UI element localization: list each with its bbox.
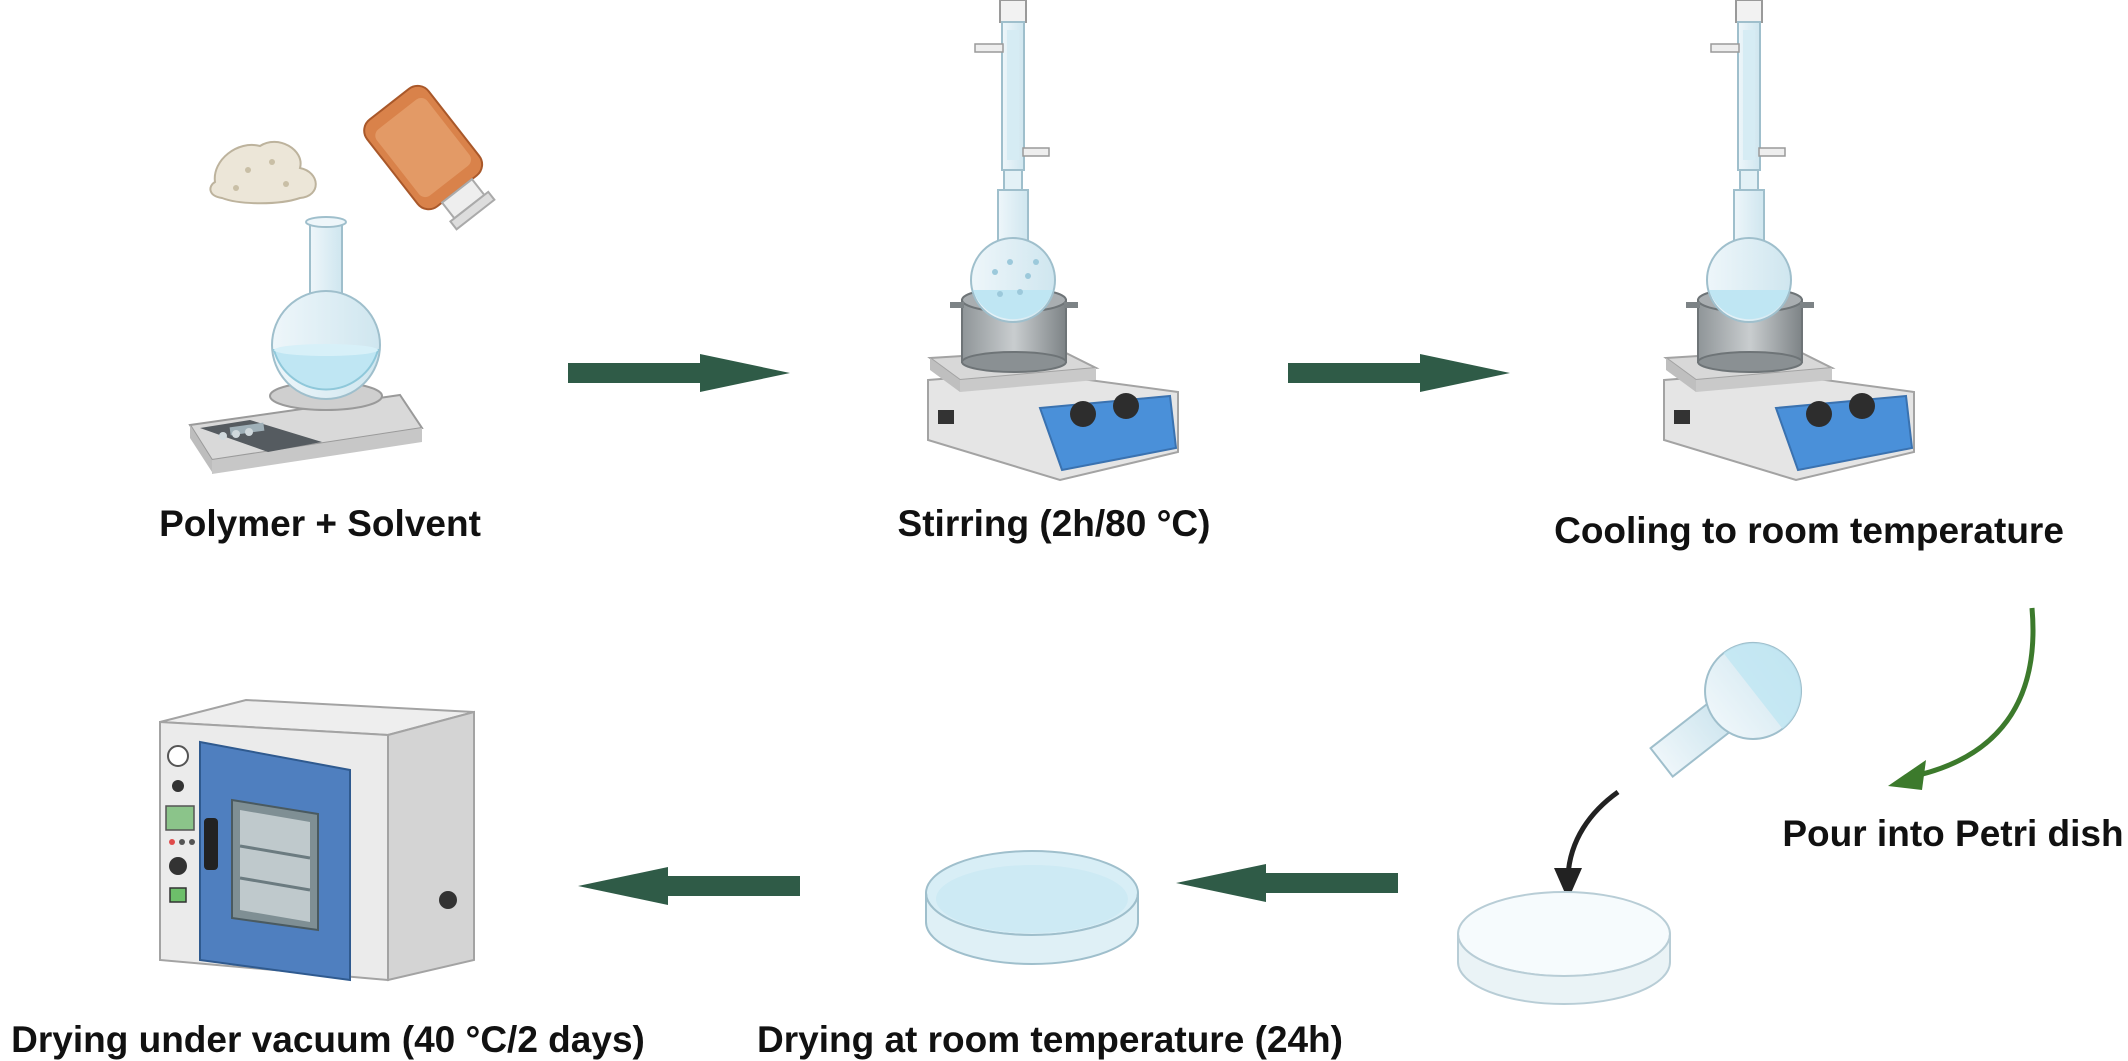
reaction-flask-icon xyxy=(1706,189,1792,323)
hotplate-stirrer-icon xyxy=(927,348,1179,482)
step-label-drying-room: Drying at room temperature (24h) xyxy=(757,1019,1343,1060)
reflux-condenser-icon xyxy=(1710,0,1786,191)
step-label-polymer-solvent: Polymer + Solvent xyxy=(159,503,481,544)
polymer-powder-icon xyxy=(209,140,317,205)
reaction-flask-icon xyxy=(970,189,1056,323)
empty-petri-dish-icon xyxy=(1457,891,1671,1005)
flow-arrow-left xyxy=(578,867,800,905)
vacuum-oven-icon xyxy=(159,698,475,982)
flow-arrow-right xyxy=(1288,354,1510,392)
solvent-bottle-icon xyxy=(363,84,496,231)
step-label-stirring: Stirring (2h/80 °C) xyxy=(898,503,1211,544)
flow-arrow-left xyxy=(1176,864,1398,902)
round-flask-icon xyxy=(271,216,381,400)
step-label-pour: Pour into Petri dish xyxy=(1782,813,2123,854)
reflux-condenser-icon xyxy=(974,0,1050,191)
flow-arrow-right xyxy=(568,354,790,392)
step-label-drying-vacuum: Drying under vacuum (40 °C/2 days) xyxy=(11,1019,645,1060)
pouring-flask-icon xyxy=(1649,641,1803,778)
pour-arrow xyxy=(1554,789,1620,900)
filled-petri-dish-icon xyxy=(925,850,1139,965)
curved-arrow-down xyxy=(1888,607,2036,790)
step-label-cooling: Cooling to room temperature xyxy=(1554,510,2064,551)
